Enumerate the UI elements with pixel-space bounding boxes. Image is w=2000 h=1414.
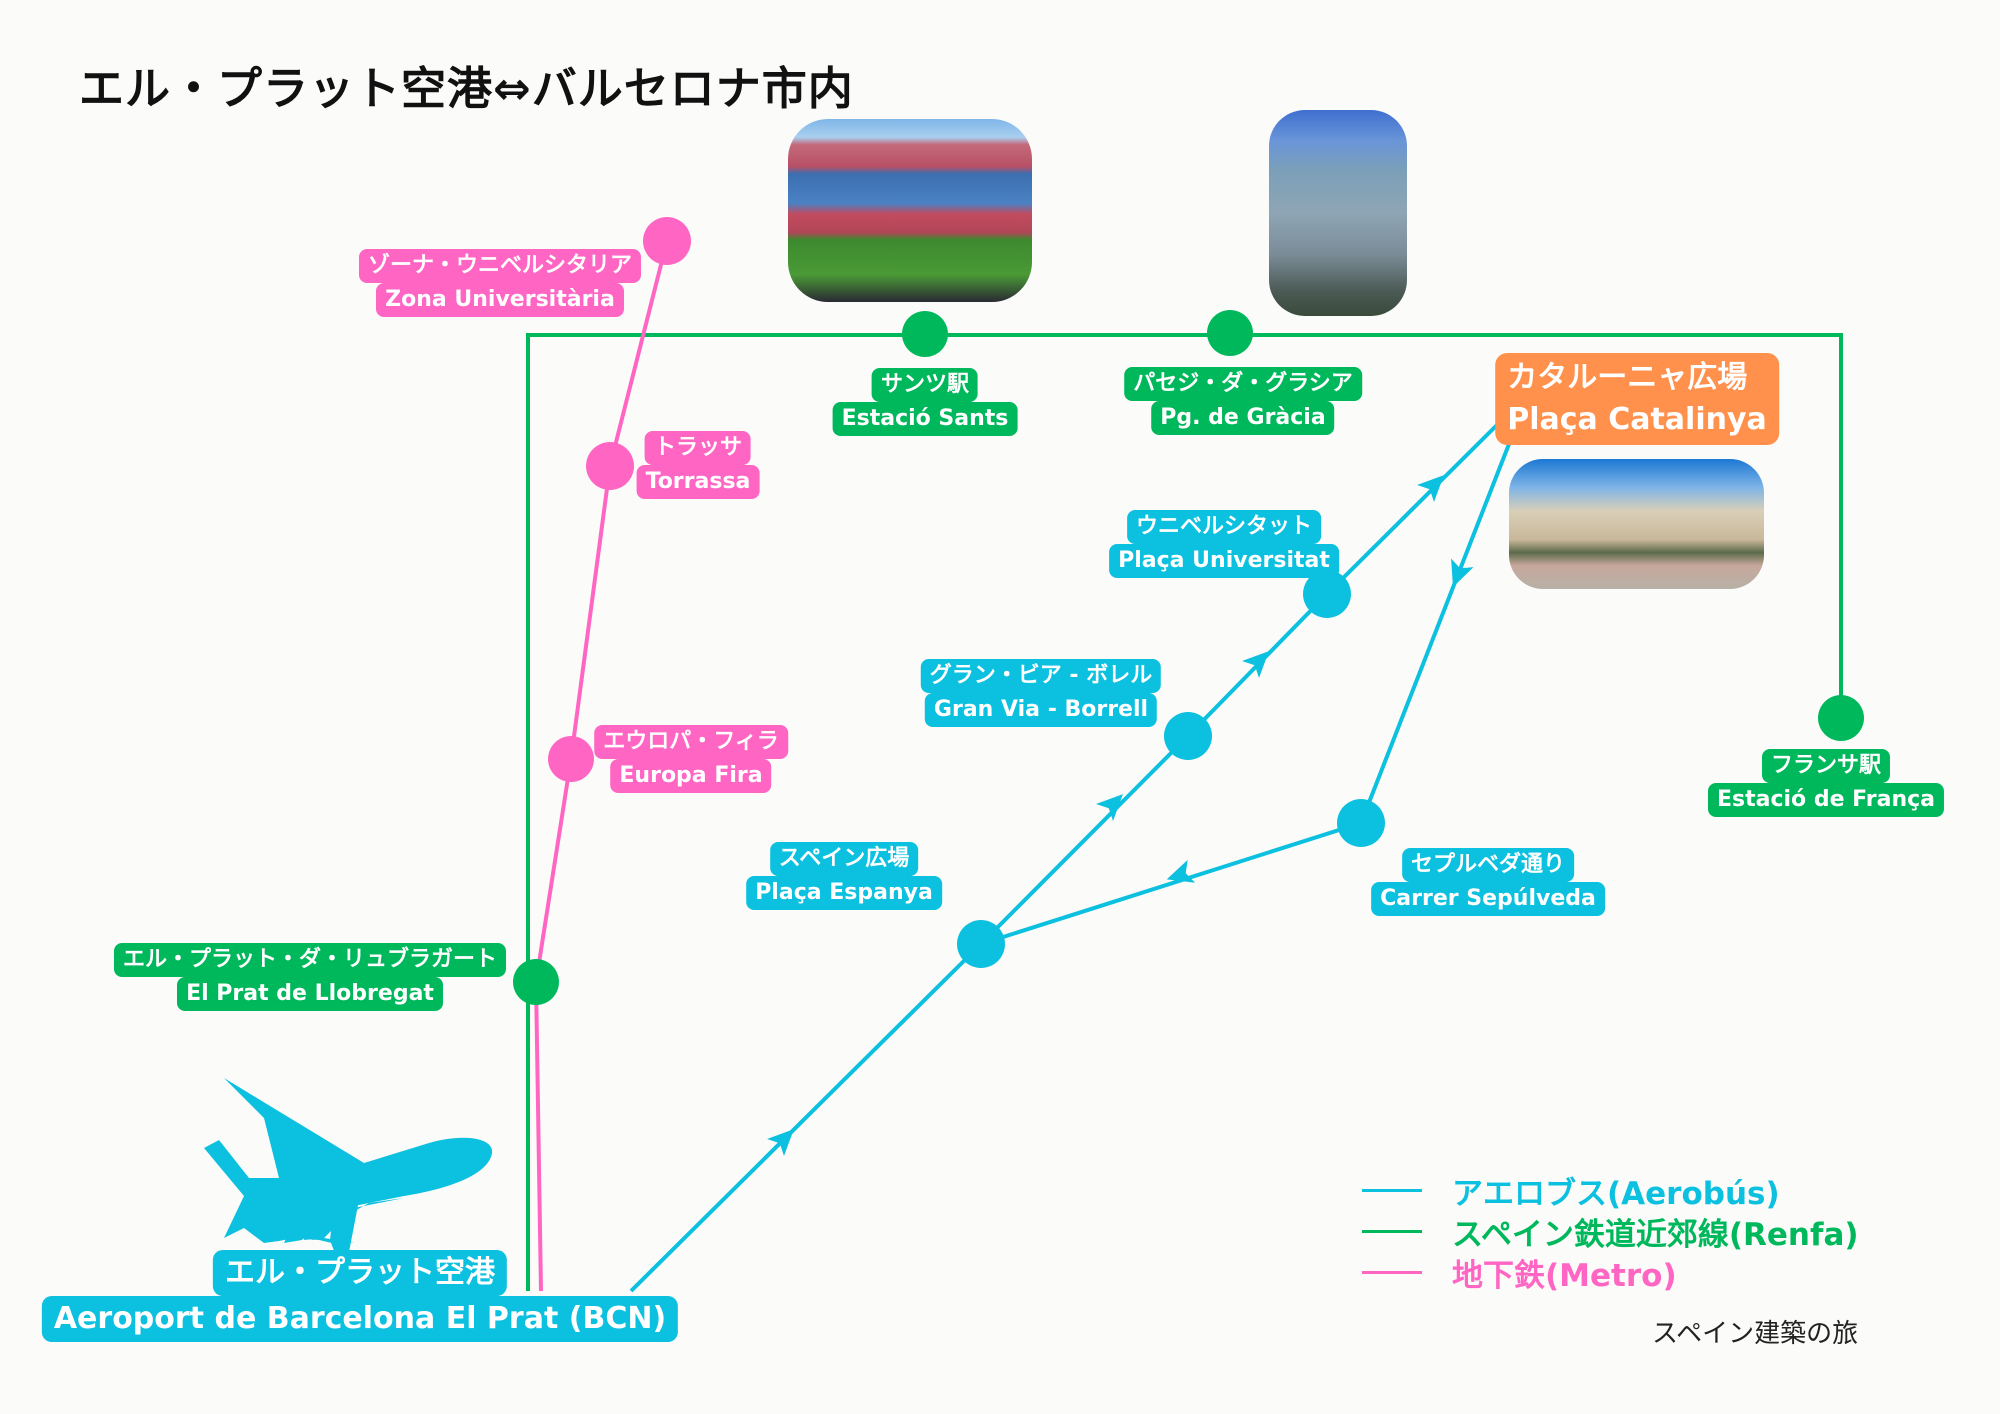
placa-catalunya-photo [1509, 459, 1764, 589]
station-label-universitat[interactable]: ウニベルシタット Plaça Universitat [1109, 510, 1339, 578]
camp-nou-photo [788, 119, 1032, 302]
station-label-catalunya[interactable]: カタルーニャ広場 Plaça Catalinya [1495, 353, 1779, 445]
legend-label: 地下鉄(Metro) [1452, 1258, 1677, 1294]
credit-text: スペイン建築の旅 [1652, 1319, 1859, 1349]
station-label-airport[interactable]: エル・プラット空港 Aeroport de Barcelona El Prat … [41, 1250, 679, 1342]
station-name-ja: トラッサ [644, 431, 751, 465]
station-dot-sants[interactable] [902, 311, 948, 357]
direction-arrow-icon [1417, 475, 1444, 502]
station-name-ja: カタルーニャ広場 [1507, 360, 1748, 395]
station-dot-universitat[interactable] [1303, 570, 1351, 618]
legend-item-metro: 地下鉄(Metro) [1362, 1252, 1859, 1294]
airplane-icon [204, 1078, 493, 1278]
station-dot-franca[interactable] [1818, 695, 1864, 741]
station-name-ja: エル・プラット空港 [212, 1250, 507, 1296]
station-name-en: Estació Sants [832, 402, 1018, 436]
station-label-elprat[interactable]: エル・プラット・ダ・リュブラガート El Prat de Llobregat [113, 943, 507, 1011]
legend-swatch [1362, 1189, 1422, 1192]
station-label-franca[interactable]: フランサ駅 Estació de França [1707, 749, 1945, 817]
station-label-sepulveda[interactable]: セプルベダ通り Carrer Sepúlveda [1371, 848, 1605, 916]
station-dot-sepulveda[interactable] [1337, 799, 1385, 847]
station-name-ja: セプルベダ通り [1401, 848, 1575, 882]
legend-item-renfa: スペイン鉄道近郊線(Renfa) [1362, 1211, 1859, 1253]
station-label-zona[interactable]: ゾーナ・ウニベルシタリア Zona Universitària [358, 249, 642, 317]
station-dot-espanya[interactable] [957, 920, 1005, 968]
station-name-ja: サンツ駅 [871, 368, 978, 402]
direction-arrow-icon [1451, 558, 1474, 588]
station-name-en: Estació de França [1707, 783, 1945, 817]
station-dot-elprat[interactable] [513, 959, 559, 1005]
station-name-ja: スペイン広場 [769, 842, 919, 876]
direction-arrow-icon [1096, 794, 1123, 821]
station-label-torrassa[interactable]: トラッサ Torrassa [636, 431, 760, 499]
station-name-en: Torrassa [636, 465, 760, 499]
station-name-ja: フランサ駅 [1761, 749, 1891, 783]
station-dot-granvia[interactable] [1164, 712, 1212, 760]
station-name-en: Plaça Espanya [746, 876, 942, 910]
legend-label: スペイン鉄道近郊線(Renfa) [1452, 1217, 1859, 1253]
station-name-ja: エル・プラット・ダ・リュブラガート [113, 943, 507, 977]
station-label-gracia[interactable]: パセジ・ダ・グラシア Pg. de Gràcia [1124, 367, 1362, 435]
direction-arrow-icon [1166, 859, 1196, 883]
station-name-en: Aeroport de Barcelona El Prat (BCN) [41, 1296, 679, 1342]
station-label-espanya[interactable]: スペイン広場 Plaça Espanya [746, 842, 942, 910]
station-label-granvia[interactable]: グラン・ビア - ボレル Gran Via - Borrell [920, 659, 1162, 727]
station-label-sants[interactable]: サンツ駅 Estació Sants [832, 368, 1018, 436]
legend-swatch [1362, 1230, 1422, 1233]
station-dot-torrassa[interactable] [586, 442, 634, 490]
station-name-ja: グラン・ビア - ボレル [920, 659, 1162, 693]
legend-swatch [1362, 1271, 1422, 1274]
page-title: エル・プラット空港⇔バルセロナ市内 [79, 62, 854, 115]
legend: アエロブス(Aerobús) スペイン鉄道近郊線(Renfa) 地下鉄(Metr… [1362, 1170, 1859, 1294]
direction-arrow-icon [767, 1129, 794, 1156]
station-name-en: Zona Universitària [376, 283, 624, 317]
station-name-en: Plaça Universitat [1109, 544, 1339, 578]
station-label-europa[interactable]: エウロパ・フィラ Europa Fira [594, 725, 788, 793]
station-name-en: Pg. de Gràcia [1151, 401, 1335, 435]
station-name-ja: エウロパ・フィラ [594, 725, 788, 759]
legend-item-aerobus: アエロブス(Aerobús) [1362, 1170, 1859, 1212]
station-name-ja: ゾーナ・ウニベルシタリア [358, 249, 642, 283]
direction-arrow-icon [1242, 651, 1269, 678]
station-dot-zona[interactable] [643, 217, 691, 265]
station-dot-gracia[interactable] [1207, 310, 1253, 356]
station-name-en: El Prat de Llobregat [177, 977, 443, 1011]
station-name-en: Gran Via - Borrell [924, 693, 1158, 727]
station-name-ja: ウニベルシタット [1126, 510, 1321, 544]
station-name-en: Europa Fira [610, 759, 772, 793]
station-name-en: Plaça Catalinya [1507, 402, 1767, 437]
casa-batllo-photo [1269, 110, 1407, 316]
station-name-en: Carrer Sepúlveda [1371, 882, 1605, 916]
station-name-ja: パセジ・ダ・グラシア [1124, 367, 1362, 401]
legend-label: アエロブス(Aerobús) [1452, 1176, 1780, 1212]
renfa-line [526, 333, 1843, 1291]
station-dot-europa[interactable] [548, 736, 594, 782]
